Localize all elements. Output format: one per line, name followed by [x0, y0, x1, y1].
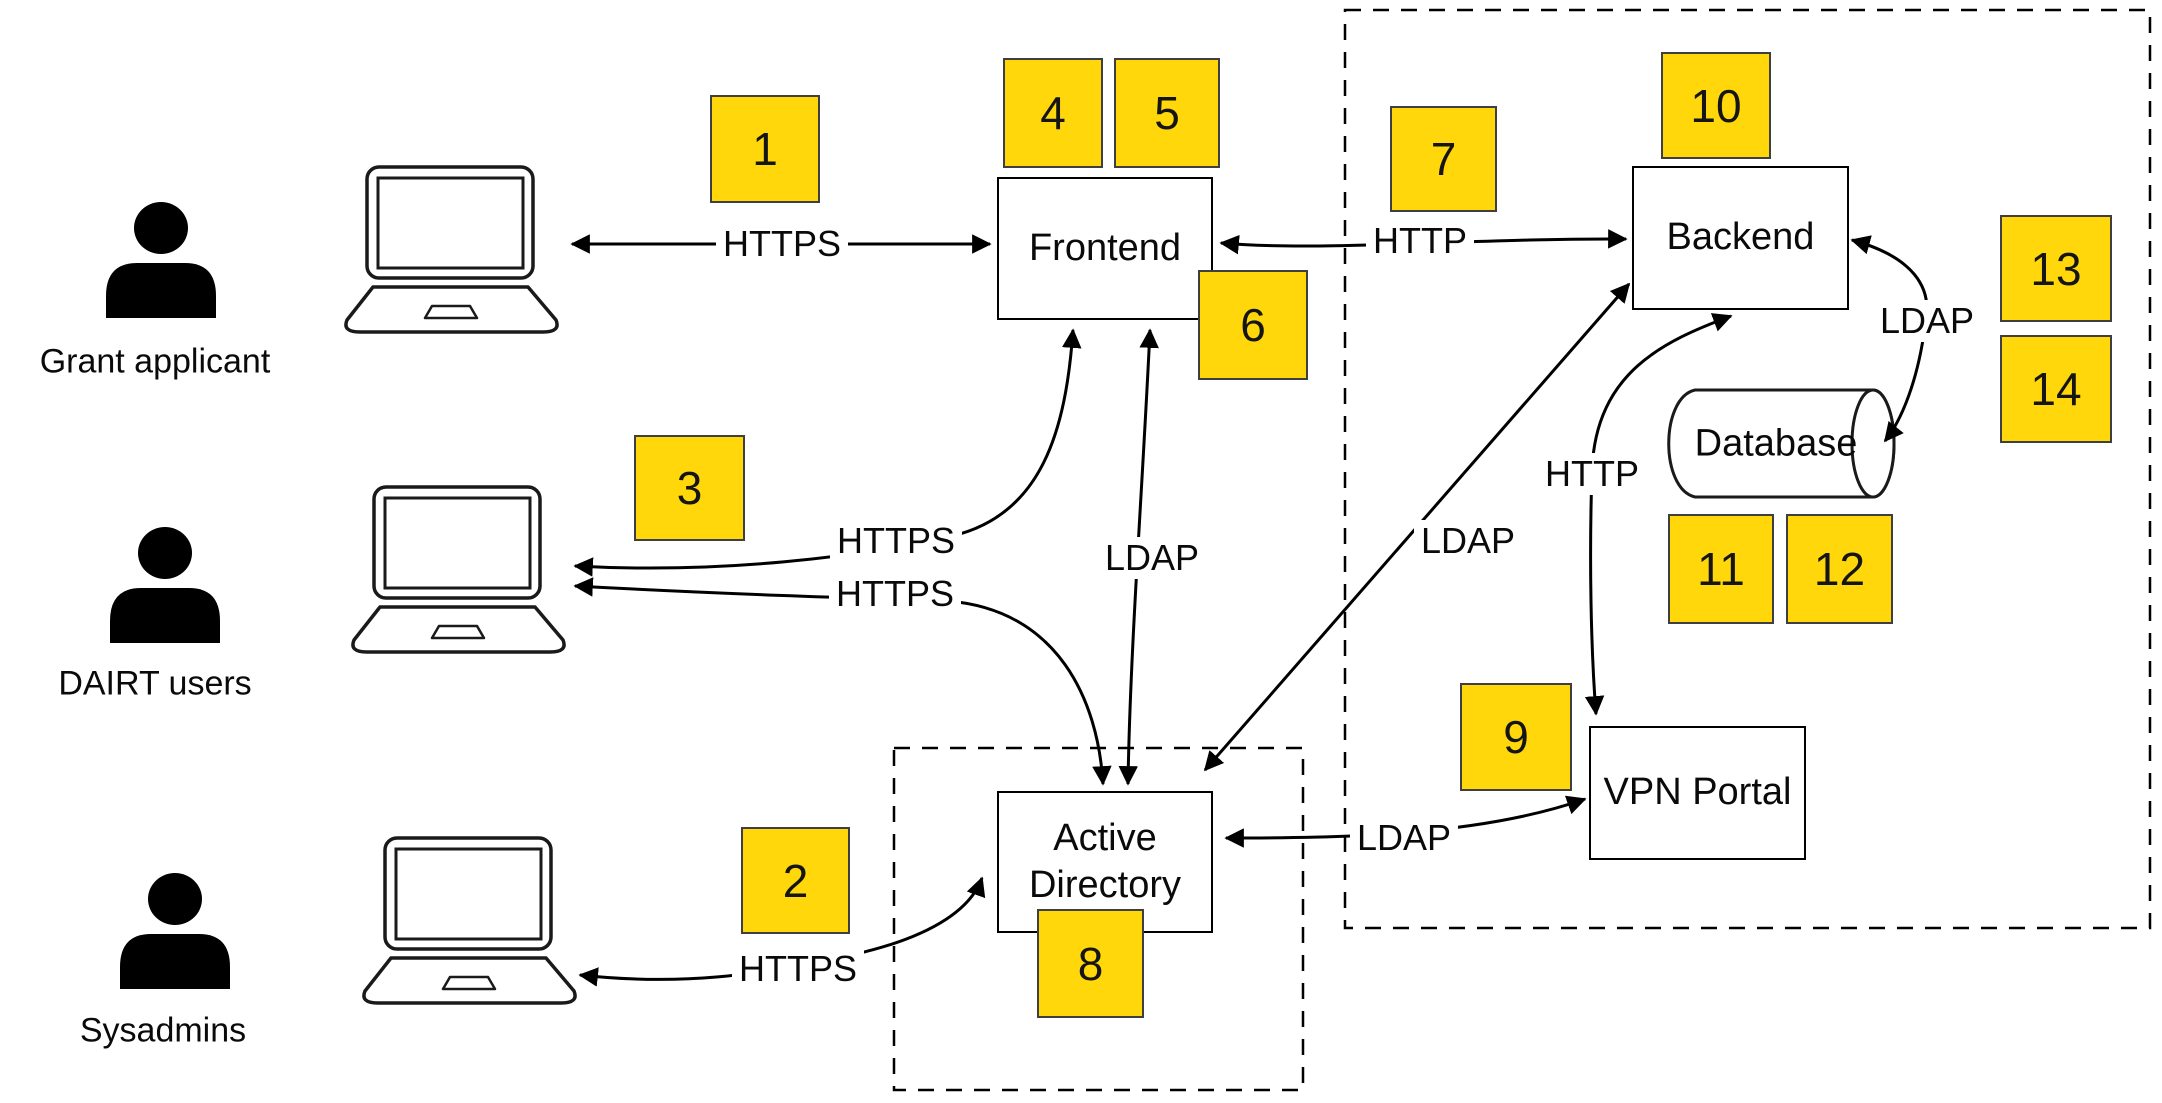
badge-6: 6: [1198, 270, 1308, 380]
laptop-icon-sysadmins: [362, 836, 577, 1005]
node-vpn-portal: VPN Portal: [1589, 726, 1806, 860]
edge-label-backend-ad: LDAP: [1413, 520, 1523, 562]
badge-14: 14: [2000, 335, 2112, 443]
badge-11: 11: [1668, 514, 1774, 624]
badge-1: 1: [710, 95, 820, 203]
actor-label-sysadmins: Sysadmins: [79, 1011, 247, 1050]
laptop-icon-dairt-users: [351, 485, 566, 654]
user-icon-dairt-users: [110, 527, 220, 643]
badge-3: 3: [634, 435, 745, 541]
node-frontend-label: Frontend: [1028, 226, 1182, 269]
badge-4: 4: [1003, 58, 1103, 168]
node-active-directory: Active Directory: [997, 791, 1213, 933]
actor-label-dairt-users: DAIRT users: [58, 664, 252, 703]
badge-8: 8: [1037, 909, 1144, 1018]
edge-label-dairt-ad: HTTPS: [828, 573, 962, 615]
node-backend-label: Backend: [1666, 216, 1815, 259]
node-active-directory-label: Active Directory: [1028, 816, 1182, 907]
actor-label-grant-applicant: Grant applicant: [39, 342, 271, 381]
dmz-boundary: [1343, 8, 2152, 930]
edge-label-frontend-ad: LDAP: [1097, 537, 1207, 579]
edge-label-sysadmin-ad: HTTPS: [731, 948, 865, 990]
node-vpn-portal-label: VPN Portal: [1603, 771, 1792, 814]
badge-7: 7: [1390, 106, 1497, 212]
user-icon-grant-applicant: [106, 202, 216, 318]
user-icon-sysadmins: [120, 873, 230, 989]
edge-label-dairt-frontend: HTTPS: [829, 520, 963, 562]
edge-dairt-ad-line: [573, 577, 1112, 786]
badge-5: 5: [1114, 58, 1220, 168]
edge-label-backend-db: LDAP: [1872, 300, 1982, 342]
badge-2: 2: [741, 827, 850, 934]
badge-9: 9: [1460, 683, 1572, 791]
laptop-icon-grant-applicant: [344, 165, 559, 334]
node-frontend: Frontend: [997, 177, 1213, 320]
badge-12: 12: [1786, 514, 1893, 624]
node-backend: Backend: [1632, 166, 1849, 310]
edge-label-frontend-backend: HTTP: [1366, 220, 1474, 262]
edge-label-vpn-ad: LDAP: [1349, 817, 1459, 859]
node-database-label: Database: [1694, 422, 1858, 465]
edge-label-backend-vpn: HTTP: [1538, 453, 1646, 495]
badge-10: 10: [1661, 52, 1771, 159]
badge-13: 13: [2000, 215, 2112, 322]
edge-label-grant-frontend: HTTPS: [715, 223, 849, 265]
